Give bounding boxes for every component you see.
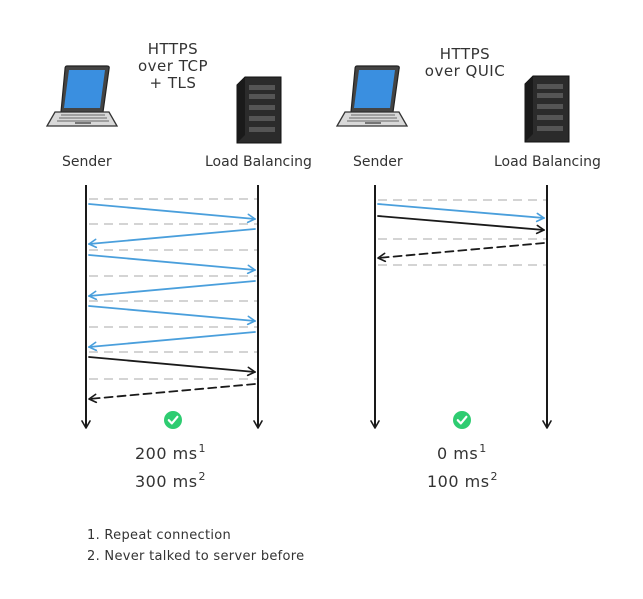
timing-value: 300 ms [135, 472, 198, 491]
message-arrow [88, 280, 256, 301]
message-arrow [88, 228, 256, 249]
message-arrow [377, 203, 545, 223]
left-timing-new: 300 ms2 [135, 470, 206, 491]
footnote-repeat-connection: 1. Repeat connection [87, 528, 232, 543]
timing-value: 200 ms [135, 444, 198, 463]
message-arrow [88, 331, 256, 352]
message-arrow [377, 215, 545, 235]
right-timeline-guides [378, 199, 546, 266]
message-arrow [377, 242, 545, 263]
timing-value: 100 ms [427, 472, 490, 491]
checkmark-icon [164, 411, 182, 429]
footnote-marker: 1 [198, 442, 207, 455]
message-arrow [88, 203, 256, 224]
timing-value: 0 ms [437, 444, 479, 463]
title-line: over QUIC [424, 62, 506, 80]
right-protocol-title: HTTPS over QUIC [410, 46, 520, 80]
left-sender-label: Sender [62, 154, 112, 170]
title-line: + TLS [149, 74, 197, 92]
lifelines [81, 185, 552, 429]
footnote-new-server: 2. Never talked to server before [87, 549, 305, 564]
left-messages [88, 203, 256, 404]
left-protocol-title: HTTPS over TCP + TLS [118, 41, 228, 92]
title-line: over TCP [137, 57, 209, 75]
footnote-marker: 2 [198, 470, 207, 483]
laptop-icon [335, 65, 409, 127]
right-sender-label: Sender [353, 154, 403, 170]
footnote-marker: 1 [479, 442, 487, 455]
laptop-icon [45, 65, 119, 127]
message-arrow [88, 254, 256, 275]
left-timeline-guides [89, 198, 258, 380]
message-arrow [88, 356, 256, 377]
right-timing-new: 100 ms2 [427, 470, 498, 491]
left-timing-repeat: 200 ms1 [135, 442, 206, 463]
right-timing-repeat: 0 ms1 [437, 442, 487, 463]
right-messages [377, 203, 545, 263]
right-receiver-label: Load Balancing [494, 154, 601, 170]
server-icon [524, 75, 570, 143]
checkmark-icon [453, 411, 471, 429]
server-icon [236, 76, 282, 144]
message-arrow [88, 305, 256, 326]
title-line: HTTPS [439, 45, 491, 63]
title-line: HTTPS [147, 40, 199, 58]
message-arrow [88, 383, 256, 404]
footnote-marker: 2 [490, 470, 499, 483]
left-receiver-label: Load Balancing [205, 154, 312, 170]
